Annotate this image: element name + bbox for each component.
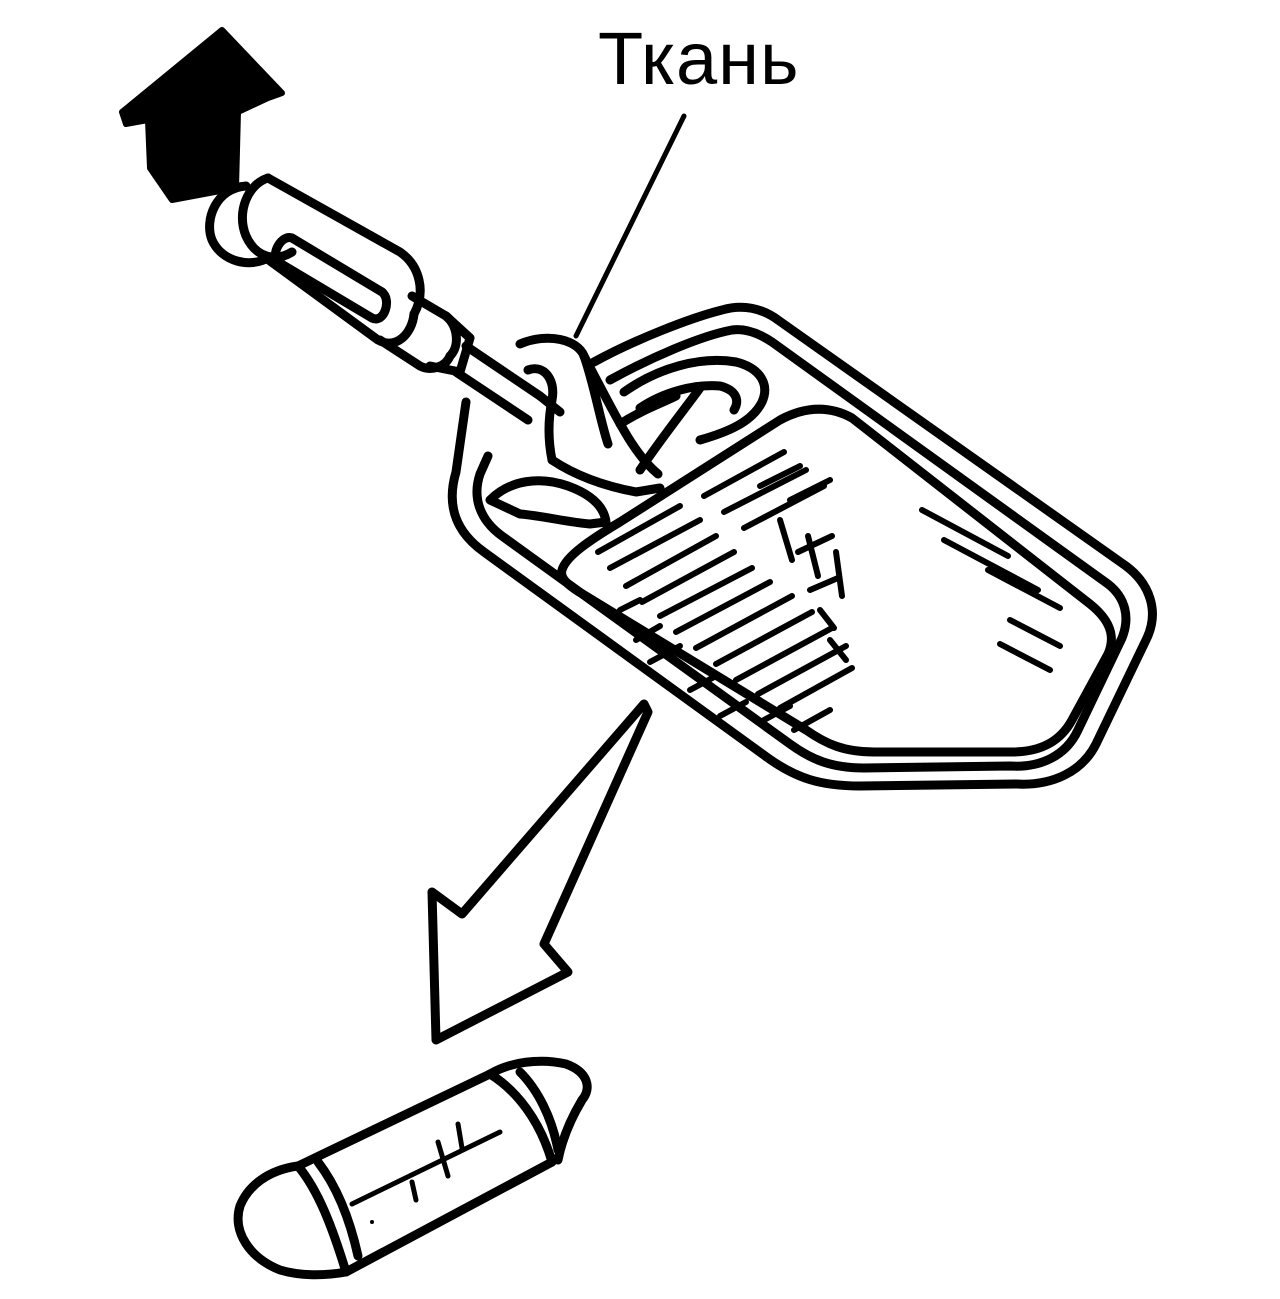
up-left-arrow-icon [119,27,285,203]
lamp-cover [447,302,1157,791]
cloth-label: Ткань [598,17,800,100]
screwdriver [205,173,565,425]
cloth-leader-line [573,113,687,339]
festoon-bulb [233,1056,592,1280]
down-left-arrow-icon [427,699,653,1045]
lens-texture [595,449,1063,733]
cloth [515,333,705,497]
